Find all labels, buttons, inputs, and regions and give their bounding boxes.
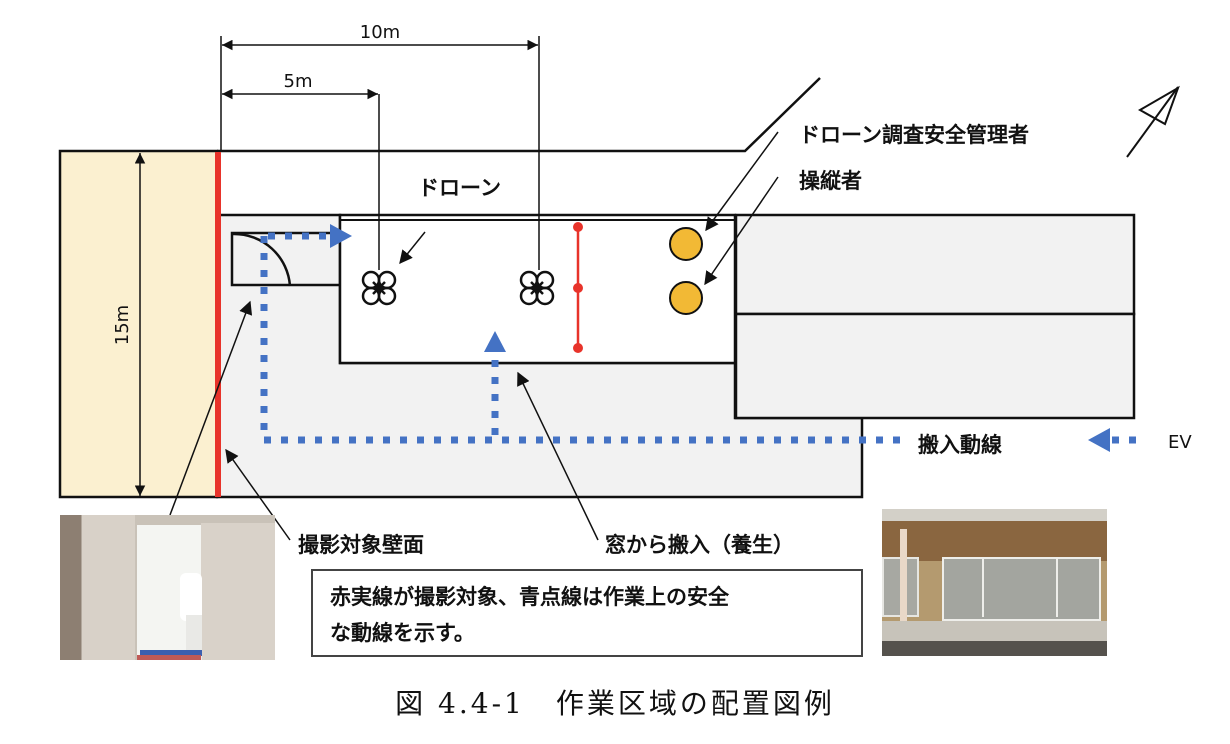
operator-label: 操縦者	[799, 169, 862, 193]
dim-label-15m: 15m	[112, 305, 133, 345]
route-arrow-up	[484, 331, 506, 352]
target-wall-leader	[225, 448, 291, 541]
drone-label: ドローン	[418, 176, 501, 200]
corridor-outline	[217, 77, 821, 153]
target-line-room	[573, 222, 583, 353]
drone-icon	[361, 270, 397, 306]
window-carry-in-label: 窓から搬入（養生）	[605, 533, 794, 557]
safety-manager-marker	[669, 227, 703, 261]
drone-icon	[519, 270, 555, 306]
operator-leader	[704, 176, 779, 286]
door-photo-leader	[169, 300, 253, 516]
dim-label-10m: 10m	[360, 22, 400, 43]
right-block-top	[734, 213, 1136, 316]
ev-label: EV	[1168, 432, 1192, 453]
carry-in-route-label: 搬入動線	[918, 433, 1002, 457]
note-line-1: 赤実線が撮影対象、青点線は作業上の安全	[330, 585, 730, 609]
figure-caption: 図 4.4-1 作業区域の配置図例	[395, 687, 835, 720]
safety-manager-label: ドローン調査安全管理者	[799, 123, 1029, 147]
right-block-bottom	[734, 312, 1136, 420]
door-swing	[232, 232, 292, 287]
adjacent-building	[58, 149, 219, 499]
target-wall-label: 撮影対象壁面	[298, 533, 424, 557]
route-arrow-left-ev	[1088, 428, 1110, 452]
note-box	[311, 569, 863, 657]
north-arrow-icon	[1126, 85, 1180, 158]
safety-manager-leader	[705, 131, 779, 232]
drone-leader	[399, 231, 426, 265]
window-leader	[517, 371, 599, 541]
route-arrow-right	[330, 224, 352, 248]
safe-route	[260, 232, 1145, 444]
dim-label-5m: 5m	[284, 71, 313, 92]
door-photo	[60, 515, 275, 660]
small-room	[230, 231, 342, 287]
operator-marker	[669, 281, 703, 315]
note-line-2: な動線を示す。	[330, 621, 475, 645]
window-photo	[882, 509, 1107, 656]
